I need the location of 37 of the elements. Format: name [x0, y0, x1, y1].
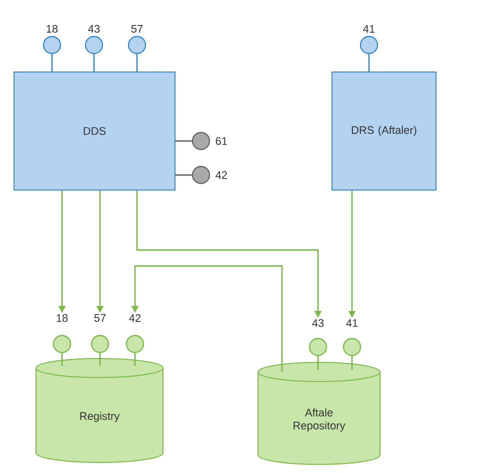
port-label: 57 [94, 314, 106, 322]
connector-line [61, 353, 63, 366]
port-label: 18 [56, 314, 68, 322]
port-circle [126, 334, 144, 354]
connector-line [136, 54, 138, 72]
port-label: 41 [346, 319, 358, 327]
port-label: 57 [131, 25, 143, 33]
port-label: 43 [312, 319, 324, 327]
database-cylinder: Registry [36, 358, 164, 463]
process-box: DDS [14, 72, 176, 190]
port-circle [84, 36, 104, 54]
port-label: 42 [216, 171, 227, 179]
port-label: 43 [88, 24, 100, 33]
connector-line [176, 140, 192, 142]
port-label: 18 [46, 24, 58, 33]
connector-line [93, 54, 95, 72]
port-label: 41 [363, 25, 375, 33]
port-circle [360, 36, 378, 54]
connector-line [99, 353, 101, 366]
port-label: 61 [216, 137, 227, 145]
connector-line [368, 54, 370, 72]
connector-line [134, 353, 136, 366]
port-circle [308, 338, 328, 356]
port-circle [52, 334, 72, 354]
connector-line [176, 174, 192, 176]
port-label: 42 [129, 314, 141, 322]
port-circle [128, 36, 146, 54]
connector-line [51, 54, 53, 72]
port-circle [90, 334, 110, 354]
connector-line [317, 356, 319, 370]
port-circle [192, 132, 210, 150]
port-circle [342, 338, 362, 356]
process-box: DRS (Aftaler) [332, 72, 436, 190]
connector-line [351, 356, 353, 370]
database-cylinder: Aftale Repository [258, 362, 380, 465]
port-circle [192, 166, 210, 184]
port-circle [42, 36, 62, 54]
